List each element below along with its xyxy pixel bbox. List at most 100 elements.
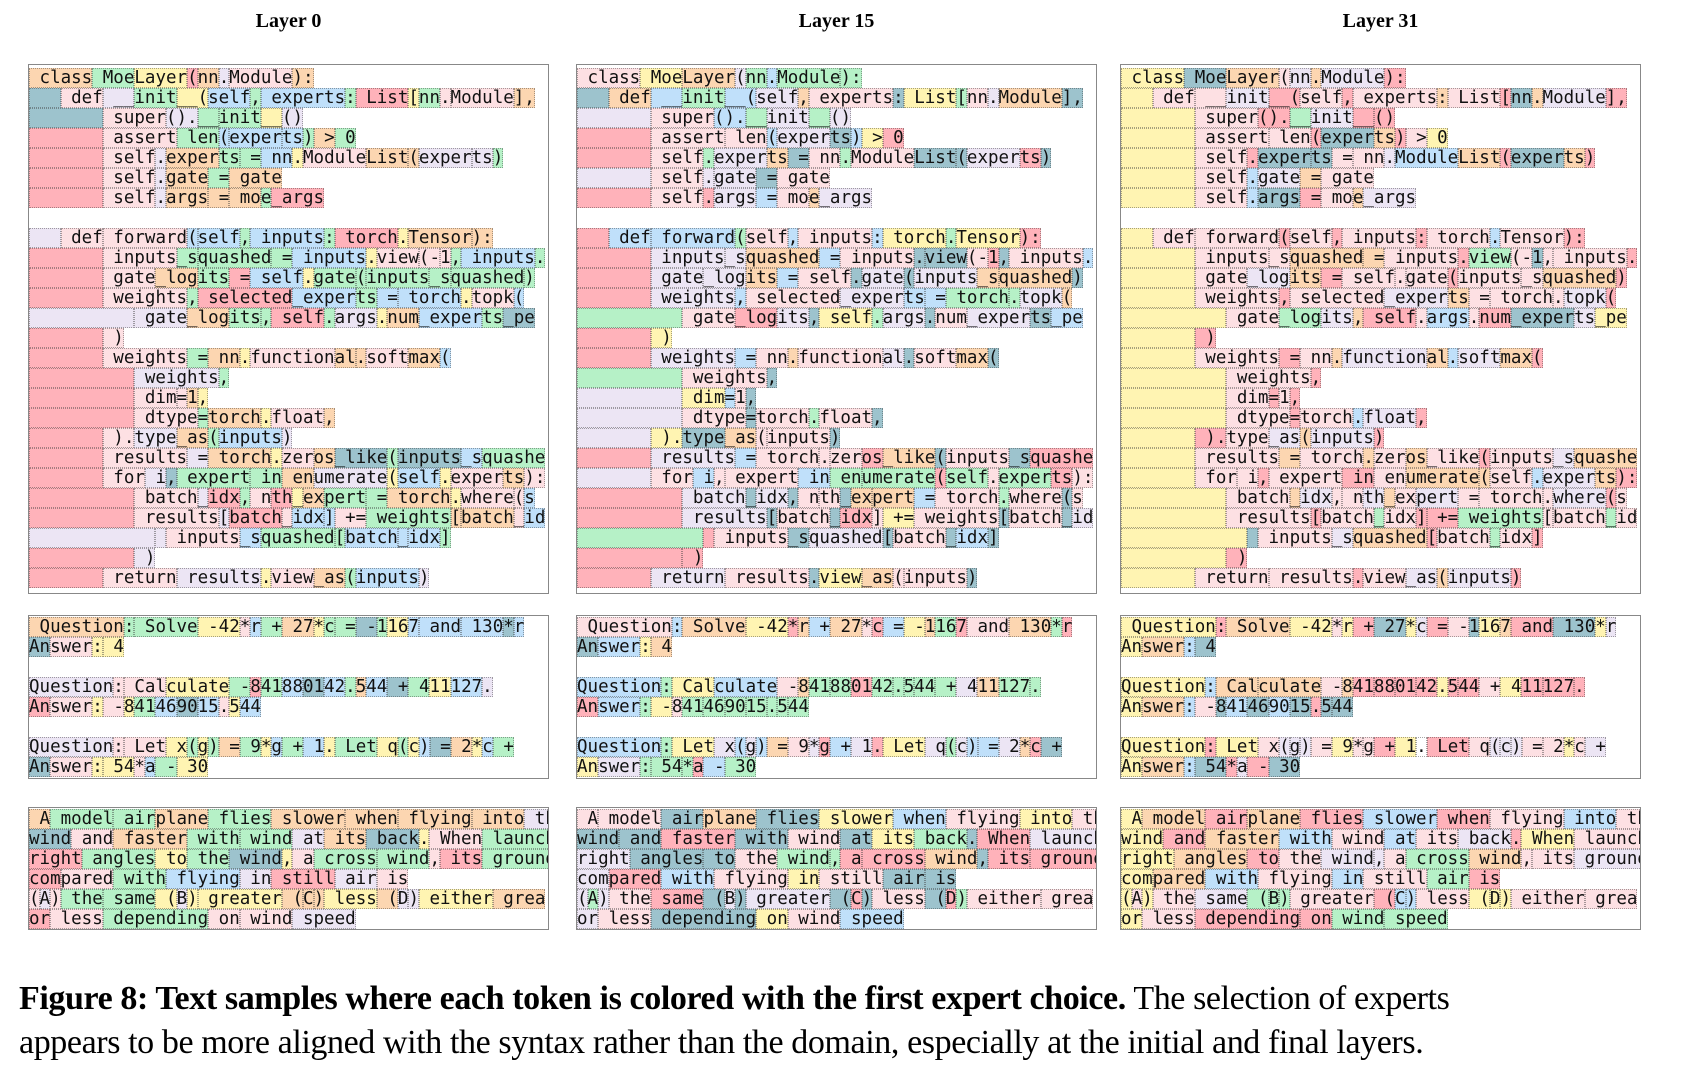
token: . <box>292 148 303 168</box>
token: An <box>29 637 51 657</box>
code-line: self.gate = gate <box>1121 168 1640 188</box>
token: in <box>787 869 820 889</box>
token: ex <box>850 488 873 508</box>
token: 9 <box>1331 737 1353 757</box>
token: [ <box>408 88 419 108</box>
token: init <box>682 88 725 108</box>
token: _s <box>429 268 451 288</box>
token: s <box>524 488 535 508</box>
token: ) <box>1072 268 1083 288</box>
token: , <box>1289 388 1301 408</box>
token: _log <box>1279 308 1322 328</box>
token: Cal <box>1215 677 1258 697</box>
token: self <box>1194 188 1248 208</box>
token: the <box>187 849 230 869</box>
token: -42 <box>197 617 240 637</box>
token: _pe <box>1595 308 1627 328</box>
token: = <box>914 488 936 508</box>
token: Let <box>882 737 925 757</box>
token: ) <box>419 737 430 757</box>
indent-token <box>29 548 135 568</box>
token: ): <box>292 68 314 88</box>
token: umerate <box>861 468 936 488</box>
token: c <box>1030 737 1041 757</box>
token: exper <box>1542 468 1596 488</box>
token: either <box>418 889 493 909</box>
token: B <box>1268 889 1280 909</box>
token: = <box>429 737 451 757</box>
token: ts <box>1595 468 1617 488</box>
token: or <box>577 909 599 929</box>
token: idx <box>1384 508 1417 528</box>
token: . <box>1416 737 1427 757</box>
token: greater <box>197 889 282 909</box>
token: 7 <box>1500 617 1511 637</box>
token: and <box>71 829 114 849</box>
token: zer <box>829 448 862 468</box>
token: ) <box>1405 889 1417 909</box>
token: ) <box>208 737 219 757</box>
token: th <box>271 488 293 508</box>
token: = <box>208 168 230 188</box>
token: ts <box>1574 308 1596 328</box>
token: weights <box>366 508 451 528</box>
token: - <box>1321 677 1343 697</box>
token: th <box>1072 809 1096 829</box>
token: wind <box>1331 909 1385 929</box>
indent-token <box>29 348 103 368</box>
token: 42 <box>324 677 346 697</box>
indent-token <box>577 488 683 508</box>
token: inputs <box>945 448 1010 468</box>
token: . <box>260 408 272 428</box>
token: : <box>113 677 124 697</box>
token: An <box>1121 697 1143 717</box>
token: . <box>850 268 862 288</box>
indent-token <box>577 148 651 168</box>
token: * <box>260 737 272 757</box>
token: 1 <box>1395 737 1417 757</box>
token: exper <box>777 128 830 148</box>
token: ], <box>1061 88 1083 108</box>
token: An <box>577 637 599 657</box>
token: . <box>260 568 272 588</box>
token: 5 <box>229 697 240 717</box>
token: ) <box>829 428 841 448</box>
token: [ <box>766 508 778 528</box>
token: _as <box>724 428 757 448</box>
token: launch <box>482 829 548 849</box>
token: zer <box>1373 448 1406 468</box>
token: inputs <box>102 248 177 268</box>
token: nn <box>260 148 293 168</box>
token: weights <box>102 288 188 308</box>
token: : <box>1184 757 1195 777</box>
token: results <box>1226 508 1311 528</box>
layer-title: Layer 15 <box>798 10 875 32</box>
token: batch <box>682 488 746 508</box>
token: swer <box>50 697 93 717</box>
token: weights <box>1194 288 1280 308</box>
token: view <box>1363 568 1406 588</box>
token: * <box>1226 757 1237 777</box>
token: * <box>1595 617 1606 637</box>
token: e <box>808 188 820 208</box>
token: q <box>1468 737 1490 757</box>
token: batch <box>1009 508 1062 528</box>
token: ) <box>650 328 672 348</box>
token: ) <box>598 889 609 909</box>
code-line: ).type_as(inputs) <box>1121 428 1640 448</box>
token: ( <box>1279 68 1290 88</box>
token: torch <box>756 408 809 428</box>
token: 01 <box>851 677 873 697</box>
token: = <box>766 737 788 757</box>
token: model <box>1142 809 1206 829</box>
token: type <box>134 428 177 448</box>
token: quashed <box>998 268 1073 288</box>
token: ( <box>1489 737 1501 757</box>
token: . <box>345 677 356 697</box>
token: ) <box>1226 548 1248 568</box>
token: ) <box>1040 148 1052 168</box>
token: += <box>1426 508 1459 528</box>
